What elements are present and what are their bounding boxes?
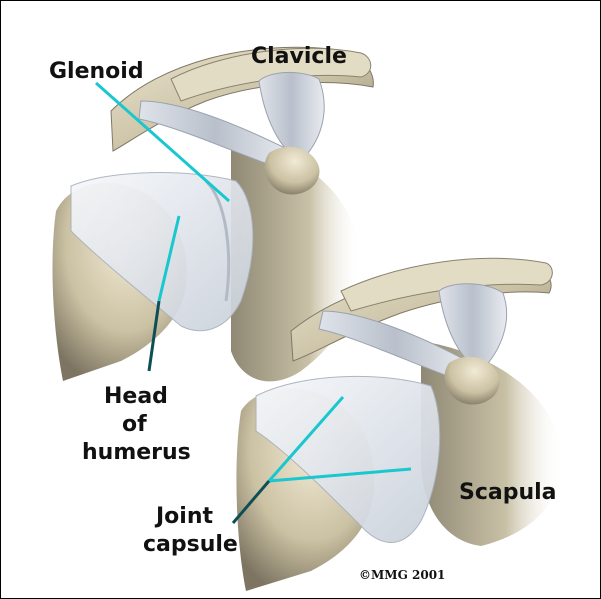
label-joint-line2: capsule <box>143 532 238 557</box>
label-glenoid: Glenoid <box>49 59 144 84</box>
label-head-line2: of <box>122 412 147 437</box>
label-clavicle: Clavicle <box>251 44 347 69</box>
label-head-line1: Head <box>104 384 168 409</box>
label-scapula: Scapula <box>459 480 557 505</box>
copyright-credit: ©MMG 2001 <box>359 568 445 582</box>
label-head-line3: humerus <box>82 440 191 465</box>
label-joint-line1: Joint <box>154 504 214 529</box>
